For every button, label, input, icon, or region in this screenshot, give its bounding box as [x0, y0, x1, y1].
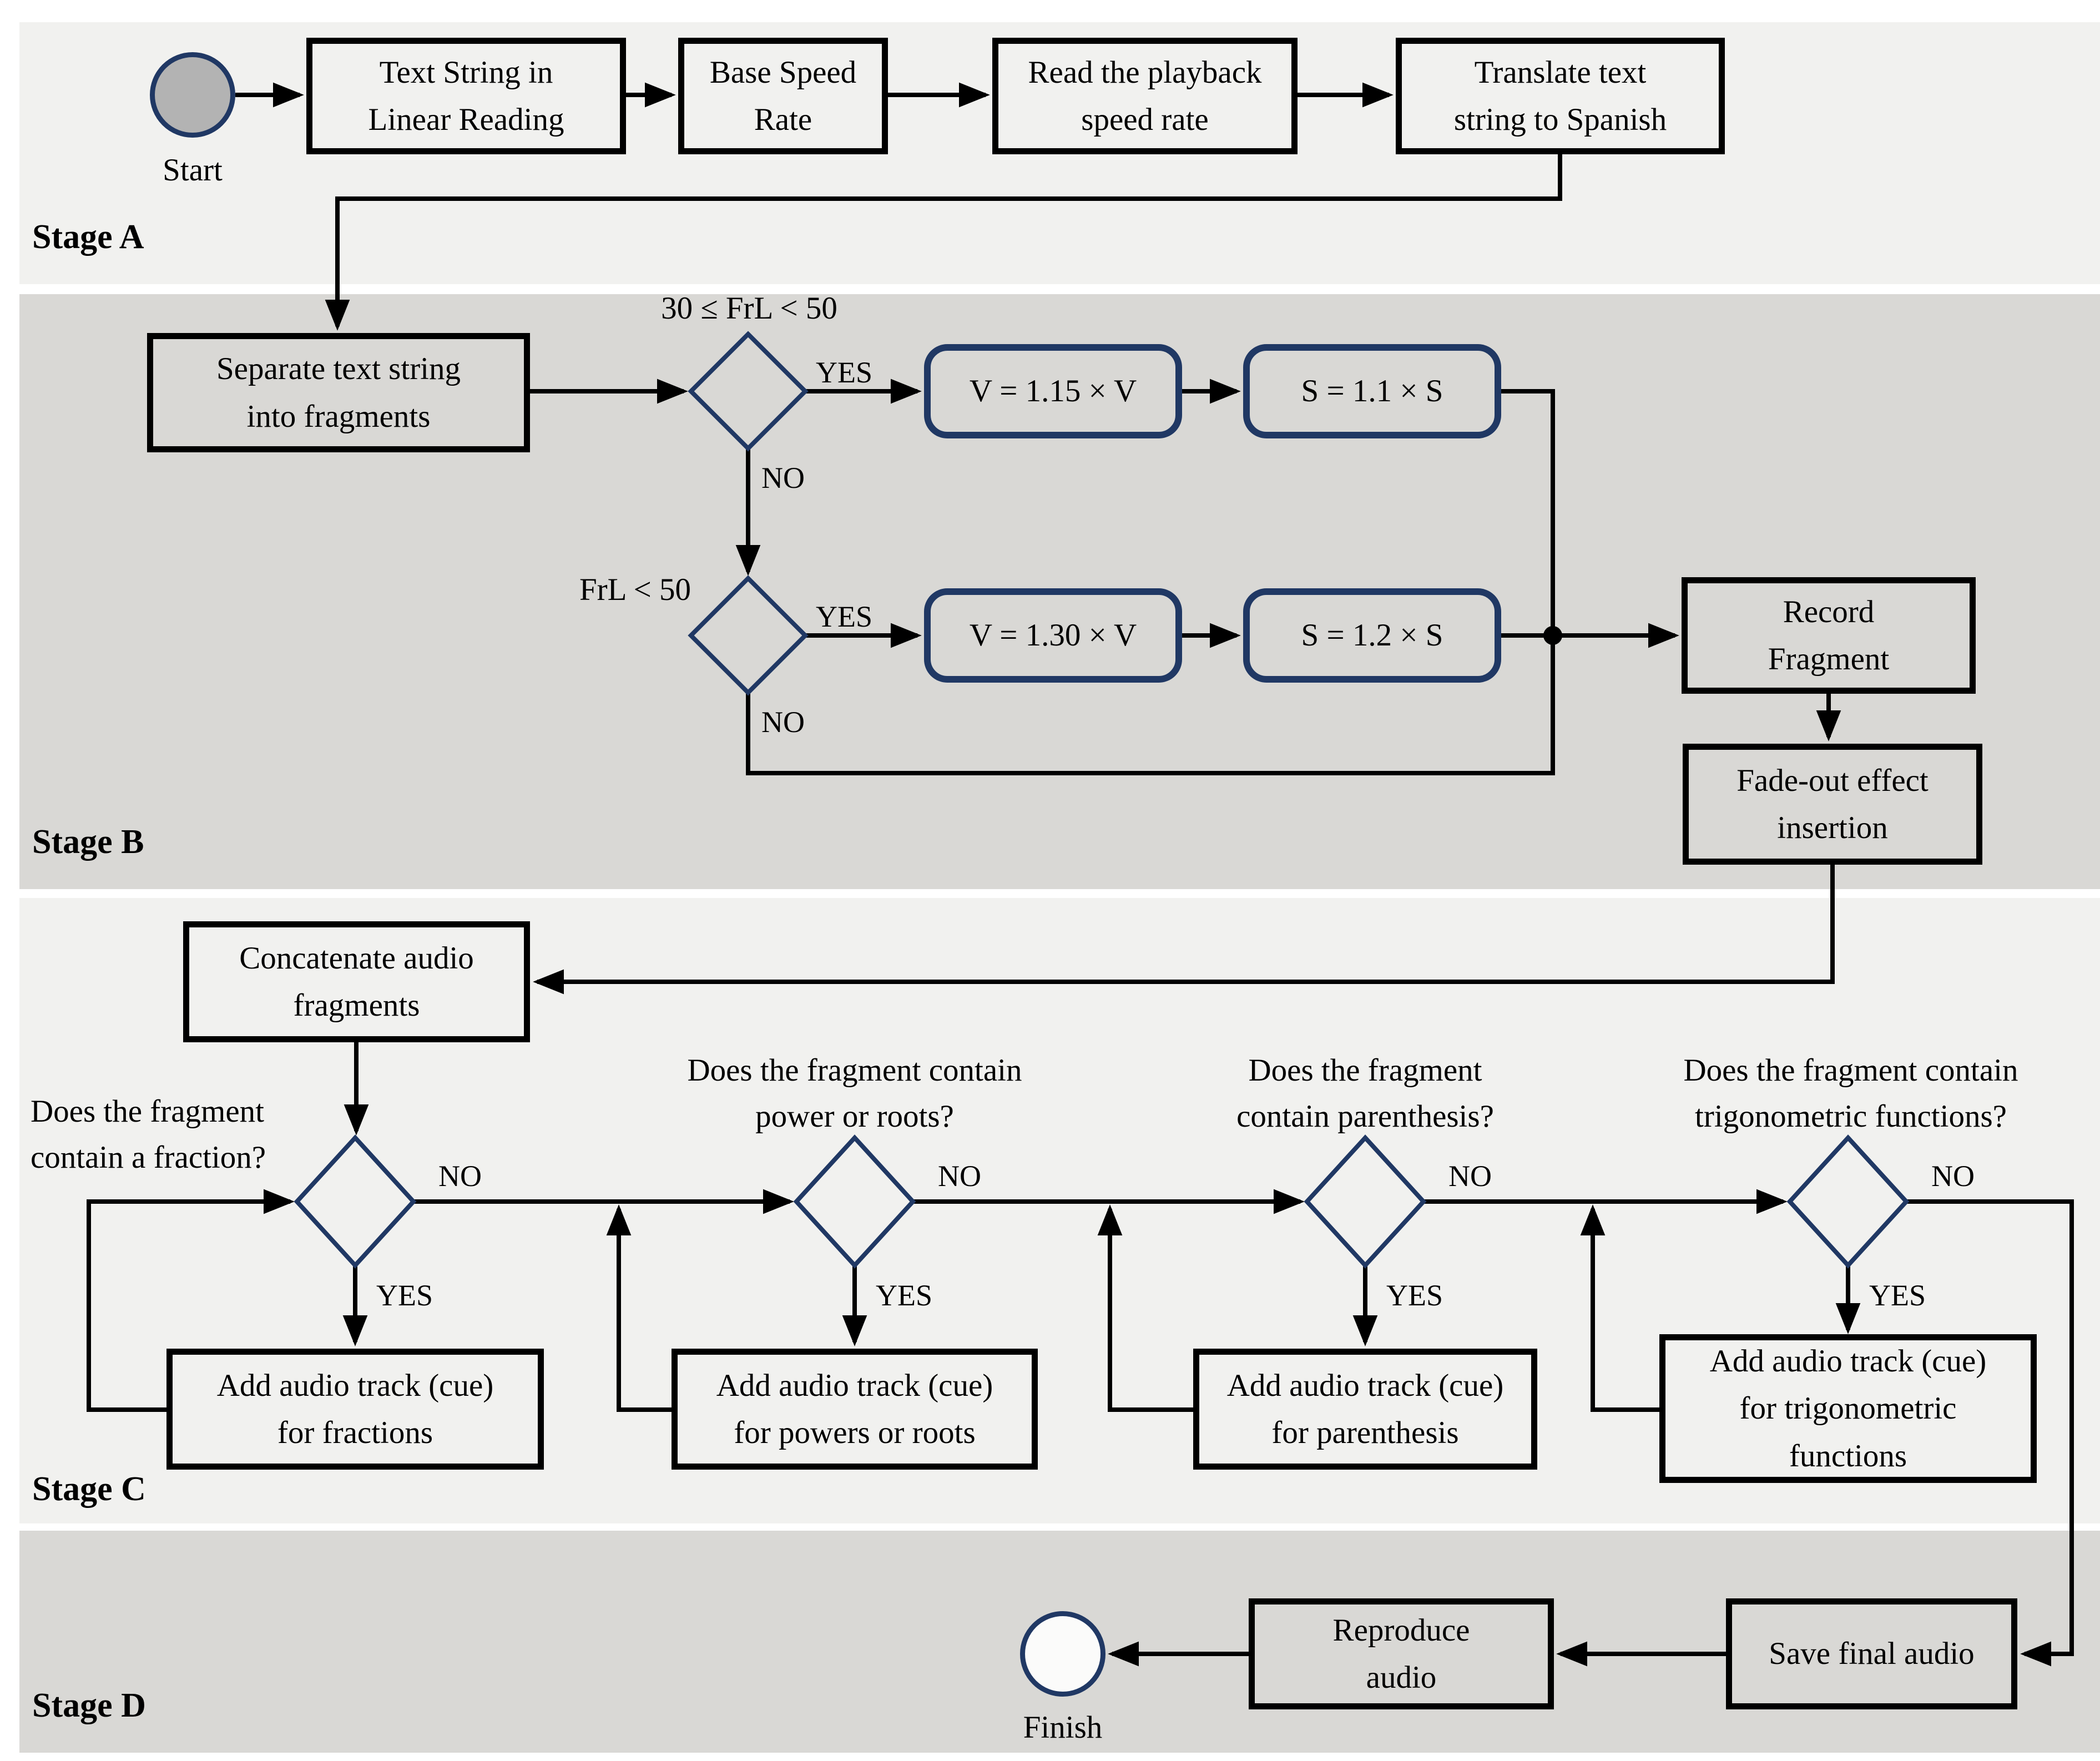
finish-label: Finish [1023, 1710, 1103, 1745]
process-reproduce-audio: Reproduce audio [1249, 1598, 1554, 1709]
stage-c-label: Stage C [32, 1470, 146, 1508]
op-s-1-1: S = 1.1 × S [1243, 344, 1501, 438]
power-question-label: Does the fragment contain power or roots… [687, 1053, 1022, 1134]
decision1-yes-label: YES [816, 356, 873, 389]
power-yes-label: YES [876, 1279, 933, 1312]
process-translate-to-spanish: Translate text string to Spanish [1396, 38, 1725, 154]
power-no-label: NO [938, 1159, 981, 1193]
action-box-powers-roots: Add audio track (cue) for powers or root… [672, 1349, 1038, 1470]
stage-d-label: Stage D [32, 1687, 146, 1724]
parenthesis-no-label: NO [1448, 1159, 1492, 1193]
trig-question-label: Does the fragment contain trigonometric … [1683, 1053, 2018, 1134]
process-record-fragment: Record Fragment [1682, 577, 1976, 694]
parenthesis-yes-label: YES [1386, 1279, 1443, 1312]
trig-no-label: NO [1931, 1159, 1975, 1193]
op-s-1-2: S = 1.2 × S [1243, 588, 1501, 683]
process-base-speed-rate: Base Speed Rate [678, 38, 888, 154]
process-concatenate-fragments: Concatenate audio fragments [183, 921, 530, 1042]
stage-a-label: Stage A [32, 218, 144, 256]
decision1-condition-label: 30 ≤ FrL < 50 [661, 291, 837, 326]
trig-yes-label: YES [1869, 1279, 1926, 1312]
finish-circle [1020, 1611, 1105, 1697]
decision2-condition-label: FrL < 50 [579, 572, 691, 607]
decision2-yes-label: YES [816, 600, 873, 633]
parenthesis-question-label: Does the fragment contain parenthesis? [1236, 1053, 1494, 1134]
op-v-1-30: V = 1.30 × V [924, 588, 1182, 683]
process-text-string-linear-reading: Text String in Linear Reading [306, 38, 626, 154]
process-read-playback-speed-rate: Read the playback speed rate [992, 38, 1298, 154]
process-separate-text-string: Separate text string into fragments [147, 333, 530, 452]
stage-b-label: Stage B [32, 823, 144, 861]
decision2-no-label: NO [761, 705, 805, 739]
action-box-trig-functions: Add audio track (cue) for trigonometric … [1659, 1334, 2037, 1483]
op-v-1-15: V = 1.15 × V [924, 344, 1182, 438]
fraction-no-label: NO [438, 1159, 482, 1193]
process-fadeout-insertion: Fade-out effect insertion [1683, 744, 1982, 865]
fraction-yes-label: YES [376, 1279, 433, 1312]
start-circle [150, 52, 235, 138]
start-label: Start [163, 153, 223, 188]
action-box-fractions: Add audio track (cue) for fractions [166, 1349, 544, 1470]
process-save-final-audio: Save final audio [1726, 1598, 2017, 1709]
fraction-question-label: Does the fragment contain a fraction? [31, 1094, 266, 1175]
decision1-no-label: NO [761, 461, 805, 495]
action-box-parenthesis: Add audio track (cue) for parenthesis [1193, 1349, 1537, 1470]
